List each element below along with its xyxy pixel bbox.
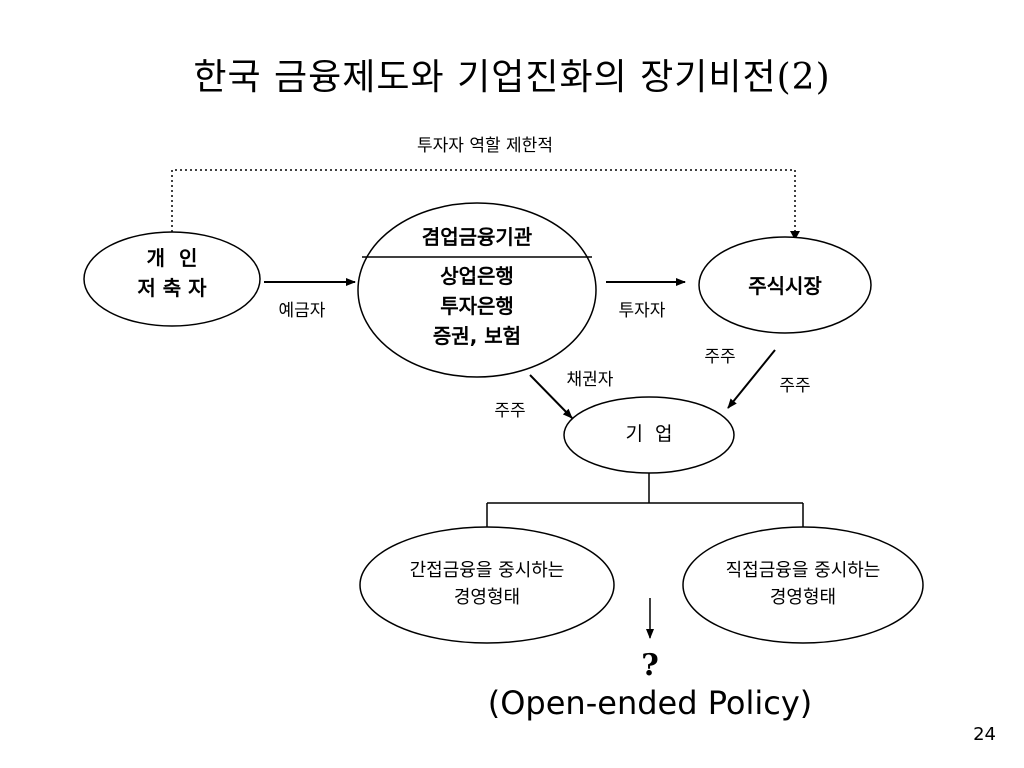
individual-node-text: 개 인 저 축 자 [92, 243, 252, 303]
stock-market-node [698, 236, 872, 334]
company-label: 기 업 [625, 423, 673, 445]
direct-finance-text: 직접금융을 중시하는 경영형태 [688, 557, 918, 611]
investor-label: 투자자 [618, 301, 666, 321]
institution-header: 겸업금융기관 [421, 225, 533, 249]
shareholder-left-label: 주주 [494, 401, 526, 421]
institution-line1: 상업은행 [440, 264, 514, 288]
institution-body: 상업은행 투자은행 증권, 보험 [377, 261, 577, 351]
dotted-edge-label: 투자자 역할 제한적 [417, 136, 553, 156]
creditor-label: 채권자 [566, 370, 614, 390]
institution-to-company-arrow [529, 374, 573, 419]
dotted-connector [171, 169, 796, 238]
open-ended-policy-label: (Open-ended Policy) [487, 684, 813, 722]
indirect-finance-text: 간접금융을 중시하는 경영형태 [372, 557, 602, 611]
depositor-label: 예금자 [278, 301, 326, 321]
indirect-line2: 경영형태 [453, 587, 521, 608]
indirect-line1: 간접금융을 중시하는 [409, 560, 565, 581]
dotted-connector-arrowhead [790, 231, 800, 240]
page-title: 한국 금융제도와 기업진화의 장기비전(2) [193, 57, 831, 98]
direct-line2: 경영형태 [769, 587, 837, 608]
institution-line3: 증권, 보험 [432, 324, 522, 348]
shareholder-right-label: 주주 [779, 376, 811, 396]
shareholder-right-top-label: 주주 [704, 347, 736, 367]
question-mark: ? [641, 648, 659, 683]
direct-line1: 직접금융을 중시하는 [725, 560, 881, 581]
institution-line2: 투자은행 [440, 294, 514, 318]
individual-line1: 개 인 [146, 246, 198, 270]
stock-market-label: 주식시장 [748, 274, 822, 298]
individual-saver-node [83, 231, 261, 327]
individual-line2: 저 축 자 [137, 276, 207, 300]
financial-institution-node [357, 202, 597, 378]
market-to-company-arrow [727, 349, 776, 409]
page-number: 24 [973, 724, 996, 745]
